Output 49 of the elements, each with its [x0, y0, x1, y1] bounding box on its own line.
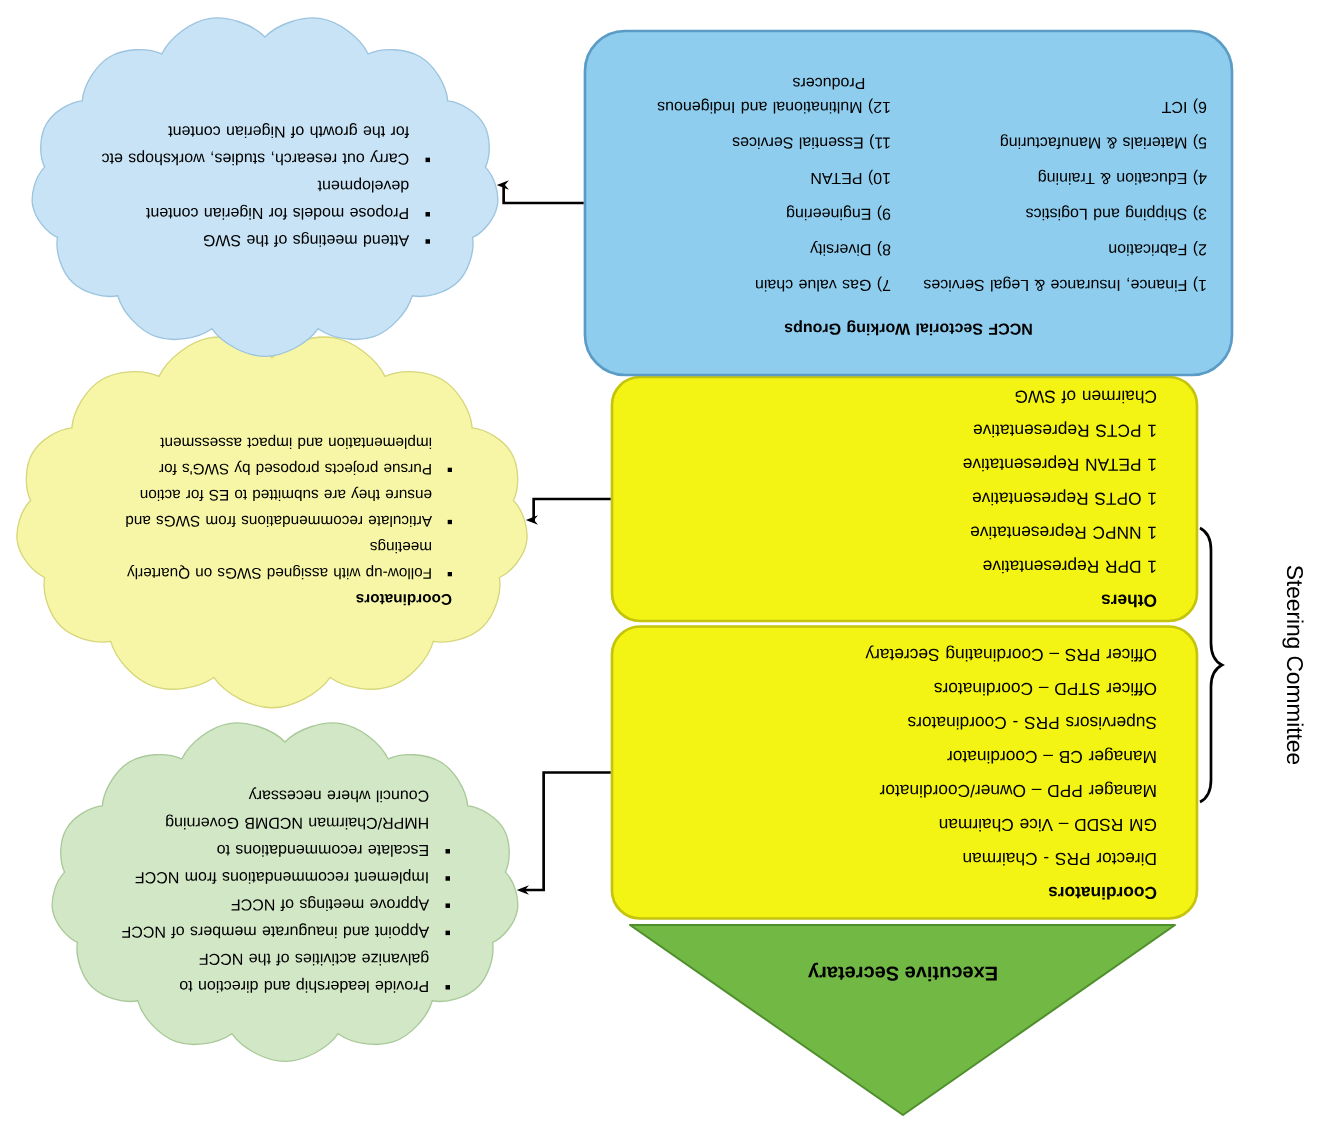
- box-heading: NCCF Sectorial Working Groups: [784, 320, 1032, 336]
- bullet-item: Articulate recommendations from SWGs and ensure they are submitted to ES for action: [126, 486, 452, 528]
- list-item: 8) Diversity: [810, 240, 891, 256]
- list-item: 1 PCTS Representative: [973, 421, 1156, 438]
- bullet-item: Attend meetings of the SWG: [204, 231, 430, 247]
- bullet-item: Appoint and inaugurate members of NCCF: [122, 923, 450, 939]
- bullet-item: Propose models for Nigerian content development: [146, 177, 430, 220]
- list-item: 1 OPTS Representative: [972, 489, 1156, 506]
- cloud-heading: Coordinators: [356, 594, 452, 606]
- list-item: 7) Gas value chain: [756, 276, 891, 292]
- node-title: Executive Secretary: [808, 962, 997, 982]
- bullet-item: Follow-up with assigned SWGs on Quarterly meetings: [127, 538, 452, 580]
- list-item: Officer PRS – Coordinating Secretary: [865, 645, 1157, 662]
- list-item: 6) ICT: [1162, 98, 1207, 114]
- list-item: 2) Fabrication: [1109, 241, 1207, 256]
- bullet-item: Pursue projects proposed by SWG's for implementation and impact assessment: [159, 434, 452, 475]
- list-item: 3) Shipping and Logistics: [1026, 205, 1207, 221]
- list-item: 1) Finance, Insurance & Legal Services: [923, 276, 1206, 292]
- cloud-callout: [51, 722, 519, 1062]
- list-item: Supervisors PRS - Coordinators: [908, 713, 1157, 730]
- rounded-box: [583, 29, 1234, 377]
- bullet-item: Approve meetings of NCCF: [231, 896, 450, 912]
- rounded-box: [610, 625, 1199, 920]
- bullet-item: Escalate recommendations to HMPR/Chairman NCDMB Governing Council where necessary: [166, 787, 450, 857]
- list-item: 1 DPR Representative: [983, 557, 1156, 574]
- list-item: Manager PPD – Owner/Coordinator: [879, 781, 1156, 798]
- list-item: 1 PETAN Representative: [963, 455, 1156, 472]
- bullet-item: Provide leadership and direction to galvanize activities of the NCCF: [180, 950, 450, 993]
- cloud-callout: [31, 17, 499, 357]
- list-item: 1 NNPC Representative: [970, 523, 1156, 540]
- list-item: 10) PETAN: [811, 169, 890, 185]
- list-item: Chairmen of SWG: [1015, 390, 1157, 404]
- list-item: GM RSDD – Vice Chairman: [939, 818, 1157, 832]
- rounded-box: [610, 375, 1199, 623]
- list-item: Manager CB – Coordinator: [947, 747, 1156, 764]
- box-heading: Coordinators: [1048, 886, 1157, 900]
- group-label: Steering Committee: [1282, 565, 1304, 765]
- list-item: Director PRS - Chairman: [963, 852, 1156, 866]
- list-item: 4) Education & Training: [1038, 169, 1207, 185]
- list-item: 11) Essential Services: [732, 134, 890, 150]
- bullet-item: Implement recommendations from NCCF: [135, 868, 450, 884]
- cloud-callout: [16, 336, 528, 709]
- pentagon-shape: [629, 924, 1176, 1116]
- list-item: 5) Materials & Manufacturing: [1000, 134, 1207, 150]
- list-item: Officer STPD – Coordinators: [934, 682, 1157, 696]
- list-item: 9) Engineering: [787, 205, 891, 221]
- box-heading: Others: [1101, 594, 1157, 608]
- list-item: 12) Multinational and Indigenous Producers: [657, 77, 890, 114]
- bullet-item: Carry out research, studies, workshops etc for the growth of Nigerian content: [102, 123, 430, 166]
